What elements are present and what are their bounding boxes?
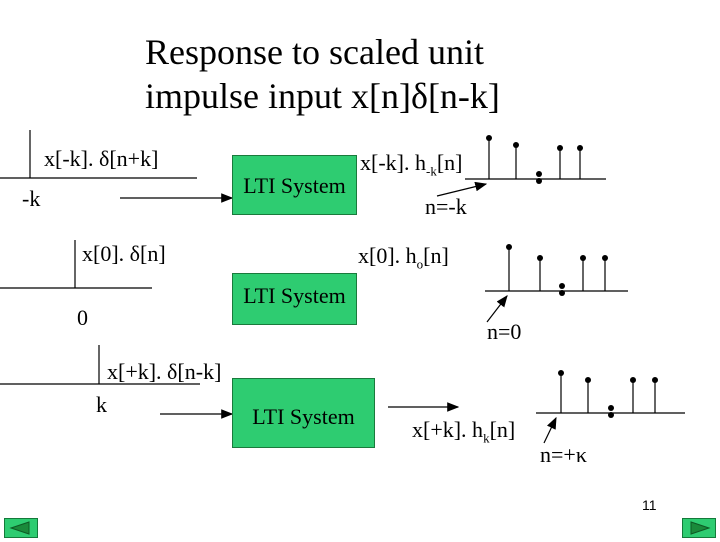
output-label-row-3: x[+k]. hk[n]	[412, 417, 516, 446]
output-response-row-1	[436, 135, 606, 197]
output-index-row-3: n=+κ	[540, 442, 587, 467]
input-index-row-3: k	[96, 392, 107, 417]
output-response-row-3	[536, 370, 685, 444]
right-triangle-icon	[690, 521, 711, 535]
slide-title-line-2: impulse input x[n]δ[n-k]	[145, 76, 500, 116]
lti-system-box-row-2: LTI System	[232, 273, 357, 325]
output-label-row-1: x[-k]. h-k[n]	[360, 150, 463, 179]
lti-system-box-row-1: LTI System	[232, 155, 357, 215]
input-label-row-3: x[+k]. δ[n-k]	[107, 359, 222, 384]
input-index-row-2: 0	[77, 305, 88, 330]
input-impulse-row-3	[0, 345, 200, 385]
lti-system-label: LTI System	[243, 283, 346, 308]
lti-system-box-row-3: LTI System	[232, 378, 375, 448]
output-label-row-2: x[0]. ho[n]	[358, 243, 449, 272]
lti-system-label: LTI System	[243, 173, 346, 198]
output-index-row-2: n=0	[487, 319, 522, 344]
input-label-row-1: x[-k]. δ[n+k]	[44, 146, 159, 171]
page-number: 11	[642, 497, 657, 513]
output-response-row-2	[485, 244, 628, 323]
input-label-row-2: x[0]. δ[n]	[82, 241, 166, 266]
input-index-row-1: -k	[22, 186, 41, 211]
next-slide-button[interactable]	[682, 518, 716, 538]
previous-slide-button[interactable]	[4, 518, 38, 538]
slide-title-line-1: Response to scaled unit	[145, 32, 484, 72]
input-impulse-row-2	[0, 240, 152, 289]
input-impulse-row-1	[0, 130, 197, 179]
output-index-row-1: n=-k	[425, 194, 467, 219]
left-triangle-icon	[9, 521, 30, 535]
lti-system-label: LTI System	[252, 404, 355, 429]
